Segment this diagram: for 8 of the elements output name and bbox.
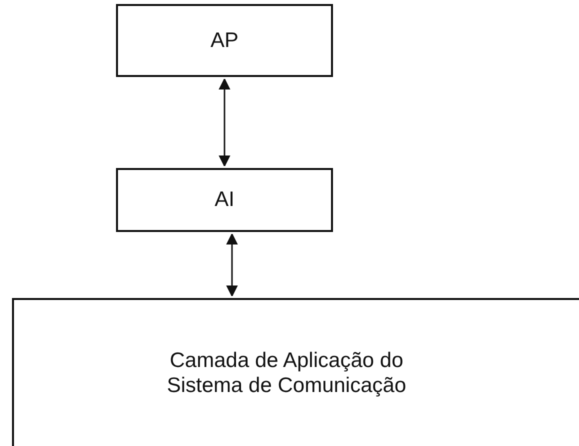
double-arrow	[218, 78, 230, 167]
process-box	[116, 168, 333, 232]
process-box	[116, 4, 333, 77]
box-label: AI	[214, 187, 234, 213]
double-arrow	[226, 233, 238, 297]
box-label: Camada de Aplicação do Sistema de Comunicação	[166, 348, 408, 398]
box-label: AP	[210, 28, 238, 54]
process-box	[12, 298, 579, 446]
